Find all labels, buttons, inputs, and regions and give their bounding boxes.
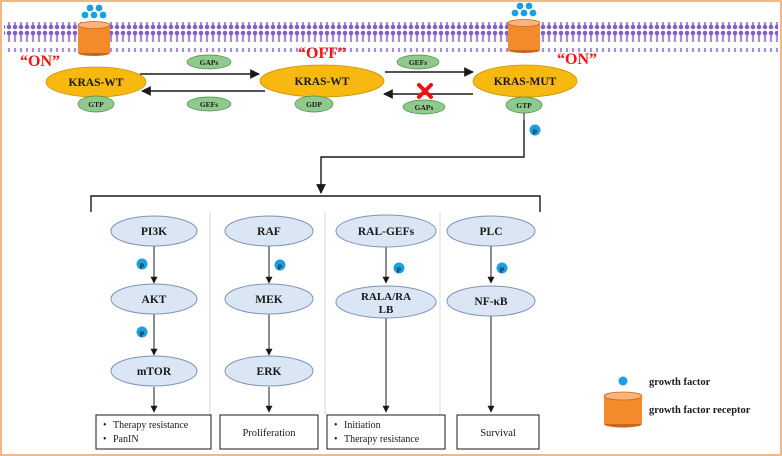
svg-text:Survival: Survival: [480, 428, 516, 439]
outcome-box-ral: • Initiation • Therapy resistance: [326, 414, 446, 450]
gefs-bottom: GEFs: [186, 96, 232, 112]
branch-connector: [316, 120, 525, 194]
phospho-icon: p: [136, 258, 148, 270]
svg-text:Therapy resistance: Therapy resistance: [344, 434, 420, 445]
gaps-top: GAPs: [186, 54, 232, 70]
phospho-icon: p: [496, 262, 508, 274]
svg-text:ERK: ERK: [257, 366, 282, 378]
gtp-left-label: GTP: [88, 100, 104, 109]
svg-text:•: •: [103, 420, 107, 431]
outcome-box-plc: Survival: [456, 414, 540, 450]
off-label: “OFF”: [298, 45, 346, 62]
svg-text:•: •: [103, 434, 107, 445]
gefs-top-label: GEFs: [409, 58, 427, 67]
svg-text:Therapy resistance: Therapy resistance: [113, 420, 189, 431]
svg-text:PanIN: PanIN: [113, 434, 139, 445]
legend: growth factor growth factor receptor: [603, 376, 751, 428]
growth-factor-receptor-left: [77, 21, 111, 56]
svg-text:•: •: [334, 420, 338, 431]
gefs-bottom-label: GEFs: [200, 100, 218, 109]
pathway-raf: RAF p MEK ERK Proliferation: [219, 215, 319, 450]
gefs-top: GEFs: [396, 54, 440, 70]
svg-text:PLC: PLC: [480, 226, 503, 238]
phospho-icon: p: [393, 262, 405, 274]
svg-text:RALA/RA: RALA/RA: [361, 291, 411, 303]
svg-text:PI3K: PI3K: [141, 226, 167, 238]
pathway-bracket: [90, 195, 541, 212]
svg-text:Initiation: Initiation: [344, 420, 381, 431]
svg-text:p: p: [500, 264, 504, 273]
gaps-top-label: GAPs: [200, 58, 219, 67]
gaps-blocked-label: GAPs: [415, 103, 434, 112]
svg-text:RAF: RAF: [257, 226, 281, 238]
growth-factor-dots-left: [81, 4, 107, 19]
outcome-box-pi3k: • Therapy resistance • PanIN: [95, 414, 212, 450]
svg-text:p: p: [397, 264, 401, 273]
svg-text:mTOR: mTOR: [137, 366, 172, 378]
svg-text:p: p: [533, 126, 537, 135]
svg-text:NF-κB: NF-κB: [474, 296, 508, 308]
outcome-box-raf: Proliferation: [219, 414, 319, 450]
svg-text:RAL-GEFs: RAL-GEFs: [358, 226, 415, 238]
mek-node: MEK: [224, 283, 314, 315]
on-label-left: “ON”: [20, 53, 60, 70]
kras-wt-mid-label: KRAS-WT: [295, 76, 350, 88]
mtor-node: mTOR: [110, 355, 198, 387]
cell-membrane: [4, 22, 778, 52]
gdp-mid: GDP: [294, 95, 334, 113]
svg-text:MEK: MEK: [255, 294, 283, 306]
growth-factor-receptor-right: [507, 19, 541, 53]
ral-gefs-node: RAL-GEFs: [335, 214, 437, 248]
svg-text:p: p: [140, 260, 144, 269]
gtp-right-label: GTP: [516, 101, 532, 110]
kras-wt-mid: KRAS-WT: [259, 64, 385, 98]
phospho-icon: p: [136, 326, 148, 338]
pathway-pi3k: PI3K p AKT p mTOR • Therapy resistance •…: [95, 215, 212, 450]
block-x-icon: [417, 83, 433, 99]
legend-growth-factor: growth factor: [649, 377, 711, 388]
pathway-plc: PLC p NF-κB Survival: [446, 215, 540, 450]
svg-text:•: •: [334, 434, 338, 445]
kras-mut: KRAS-MUT: [472, 64, 578, 98]
plc-node: PLC: [446, 215, 536, 247]
pi3k-node: PI3K: [110, 215, 198, 247]
raf-node: RAF: [224, 215, 314, 247]
phospho-icon: p: [274, 259, 286, 271]
svg-text:AKT: AKT: [142, 294, 167, 306]
gaps-blocked: GAPs: [402, 99, 446, 115]
svg-text:p: p: [278, 261, 282, 270]
receptor-icon: [603, 391, 643, 428]
akt-node: AKT: [110, 283, 198, 315]
kras-wt-left: KRAS-WT: [45, 66, 147, 98]
kras-mut-label: KRAS-MUT: [494, 76, 557, 88]
svg-text:Proliferation: Proliferation: [242, 428, 296, 439]
nf-kb-node: NF-κB: [446, 285, 536, 317]
growth-factor-dots-right: [511, 2, 537, 17]
kras-wt-left-label: KRAS-WT: [69, 77, 124, 89]
on-label-right: “ON”: [557, 51, 597, 68]
erk-node: ERK: [224, 355, 314, 387]
gtp-right: GTP: [505, 96, 543, 114]
growth-factor-dot-icon: [618, 376, 628, 386]
gdp-mid-label: GDP: [306, 100, 322, 109]
svg-text:p: p: [140, 328, 144, 337]
phospho-icon: p: [529, 124, 541, 136]
svg-text:LB: LB: [379, 304, 394, 316]
legend-growth-factor-receptor: growth factor receptor: [649, 405, 751, 416]
gtp-left: GTP: [77, 95, 115, 113]
rala-ralb-node: RALA/RA LB: [335, 285, 437, 319]
pathway-ral-gefs: RAL-GEFs p RALA/RA LB • Initiation • The…: [326, 214, 446, 450]
